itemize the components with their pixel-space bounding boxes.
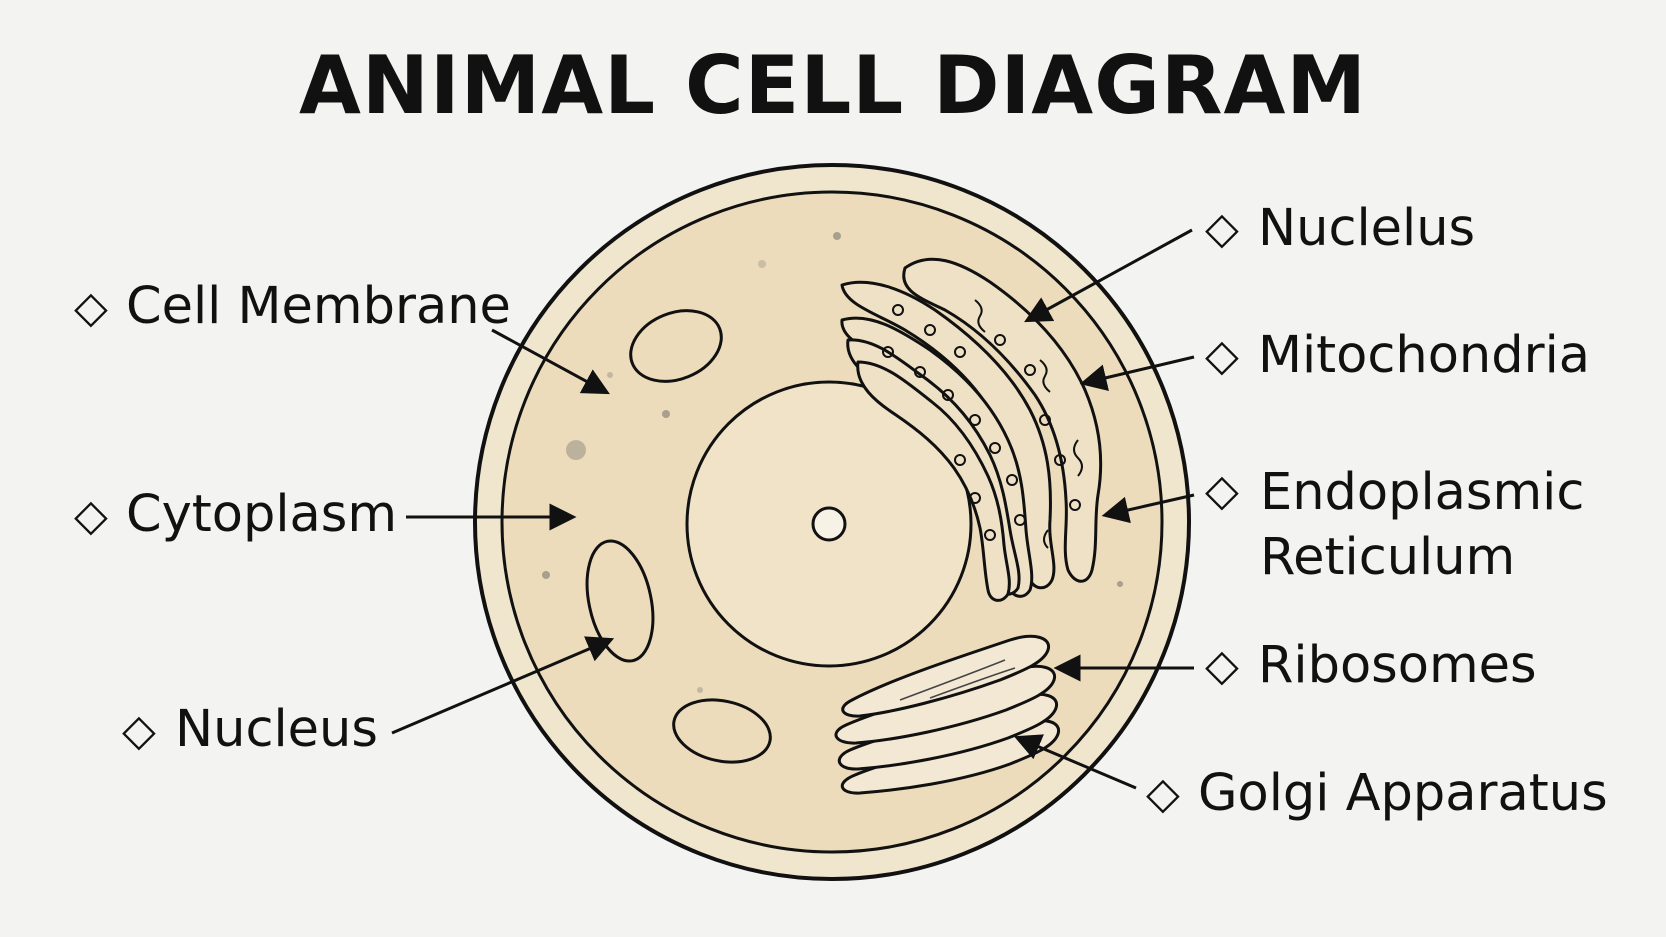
diamond-bullet-icon: ◇ <box>1205 640 1239 691</box>
er-granules <box>882 299 1083 549</box>
endoplasmic-reticulum <box>840 257 1103 602</box>
cell <box>473 163 1191 881</box>
label-text: Mitochondria <box>1258 326 1590 385</box>
vacuole-upper <box>629 309 723 383</box>
arrow-golgi <box>1013 734 1137 790</box>
vacuole-lower <box>672 698 772 764</box>
arrow-nuclelus <box>1024 228 1193 323</box>
cytoplasm-speckles <box>542 232 1123 693</box>
label-text: Cytoplasm <box>126 485 397 544</box>
label-text-line2: Reticulum <box>1260 528 1515 587</box>
arrow-cell-membrane <box>491 328 610 395</box>
diamond-bullet-icon: ◇ <box>1205 330 1239 381</box>
label-nucleus: ◇ Nucleus <box>122 700 378 759</box>
diamond-bullet-icon: ◇ <box>1205 465 1239 516</box>
nucleolus <box>811 506 847 542</box>
vacuole-left <box>585 539 655 663</box>
arrow-nucleus <box>391 636 615 735</box>
leader-arrows <box>391 228 1195 790</box>
label-text: Golgi Apparatus <box>1198 764 1608 823</box>
golgi-streaks <box>899 659 1016 701</box>
diamond-bullet-icon: ◇ <box>1205 203 1239 254</box>
label-text: Nuclelus <box>1258 199 1475 258</box>
diamond-bullet-icon: ◇ <box>1146 768 1180 819</box>
arrow-endoplasmic <box>1101 493 1195 524</box>
label-golgi-apparatus: ◇ Golgi Apparatus <box>1146 764 1608 823</box>
label-cell-membrane: ◇ Cell Membrane <box>74 277 511 336</box>
label-mitochondria: ◇ Mitochondria <box>1205 326 1590 385</box>
golgi-apparatus <box>834 634 1061 795</box>
diamond-bullet-icon: ◇ <box>74 282 108 333</box>
label-text: Cell Membrane <box>126 277 511 336</box>
label-text: Nucleus <box>175 700 378 759</box>
label-endoplasmic-reticulum: ◇ Endoplasmic Reticulum <box>1205 463 1584 587</box>
arrow-mitochondria <box>1079 355 1195 391</box>
page-title: ANIMAL CELL DIAGRAM <box>299 39 1367 132</box>
label-text-line1: Endoplasmic <box>1260 463 1584 522</box>
label-nuclelus: ◇ Nuclelus <box>1205 199 1475 258</box>
diamond-bullet-icon: ◇ <box>122 705 156 756</box>
label-cytoplasm: ◇ Cytoplasm <box>74 485 397 544</box>
label-ribosomes: ◇ Ribosomes <box>1205 636 1537 695</box>
diamond-bullet-icon: ◇ <box>74 490 108 541</box>
label-text: Ribosomes <box>1258 636 1537 695</box>
